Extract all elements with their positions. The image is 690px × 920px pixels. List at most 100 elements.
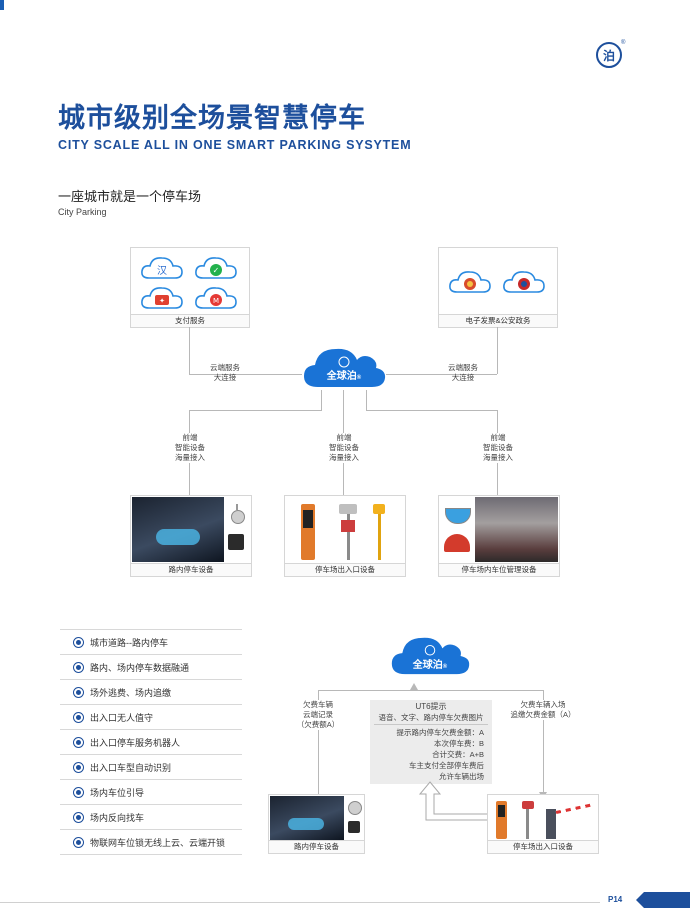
prompt-line: 允许车辆出场 [439, 772, 484, 781]
bullet-icon [73, 737, 84, 748]
onstreet-device-box: 路内停车设备 [130, 495, 252, 577]
entrance-kiosk-image [301, 504, 315, 560]
wechat-pay-icon: ✓ [195, 257, 237, 279]
bullet-icon [73, 637, 84, 648]
prompt-line: 提示路内停车欠费金额：A [396, 728, 484, 737]
d2-onstreet-scene-image [270, 796, 344, 840]
ut6-prompt-title: UT6提示 [415, 702, 447, 711]
list-item: 出入口车型自动识别 [60, 755, 242, 780]
inlot-device-label: 停车场内车位管理设备 [439, 563, 559, 576]
prompt-line: 合计交费：A+B [432, 750, 484, 759]
brand-logo-icon: 泊 [596, 42, 622, 68]
alipay-icon: M [195, 287, 237, 309]
connector-left-vertical [189, 327, 190, 374]
d2-right-label: 欠费车辆入场追缴欠费金额（A） [505, 700, 581, 720]
bullet-icon [73, 812, 84, 823]
connector-right-vertical [497, 327, 498, 374]
entrance-device-label: 停车场出入口设备 [285, 563, 405, 576]
entrance-yellow-pole-image [371, 504, 387, 560]
connector-right-horizontal [386, 374, 497, 375]
page-number: P14 [608, 895, 623, 904]
payment-services-box: 汉 ✓ ✦ M 支付服务 [130, 247, 250, 328]
bullet-icon [73, 762, 84, 773]
list-item: 场内反向找车 [60, 805, 242, 830]
einvoice-police-box: 电子发票&公安政务 [438, 247, 558, 328]
page-title-english: CITY SCALE ALL IN ONE SMART PARKING SYSY… [58, 138, 412, 152]
front-label-right: 前端智能设备海量接入 [473, 433, 523, 463]
return-arrow-icon [418, 781, 497, 821]
sparkle-pay-icon: ✦ [141, 287, 183, 309]
ut6-prompt-subtitle: 语音、文字、路内停车欠费图片 [378, 713, 484, 722]
branch-center-left [321, 390, 322, 410]
list-item: 物联网车位锁无线上云、云端开锁 [60, 830, 242, 855]
footer-tab-icon [636, 892, 690, 908]
payment-services-label: 支付服务 [131, 314, 249, 327]
main-cloud-label: 全球泊® [412, 660, 448, 671]
prompt-line: 本次停车费：B [433, 739, 484, 748]
page-title: 城市级别全场景智慧停车 [58, 103, 366, 133]
d2-camera-pole-image [520, 801, 536, 839]
svg-text:M: M [213, 297, 219, 305]
list-item: 出入口停车服务机器人 [60, 730, 242, 755]
svg-text:汉: 汉 [157, 265, 167, 277]
d2-top-horizontal [318, 690, 543, 691]
footer-rule [0, 902, 600, 903]
d2-left-label: 欠费车辆云端记录（欠费额A） [290, 700, 346, 730]
d2-right-vertical [543, 690, 544, 794]
list-item: 城市道路--路内停车 [60, 630, 242, 655]
list-item: 场外逃费、场内追缴 [60, 680, 242, 705]
right-link-label: 云端服务大连接 [448, 363, 478, 382]
d2-onstreet-device-label: 路内停车设备 [269, 840, 364, 853]
svg-text:✦: ✦ [159, 297, 165, 305]
bullet-icon [73, 687, 84, 698]
top-corner-mark [0, 0, 4, 10]
branch-horizontal-right [366, 410, 497, 411]
d2-dome-camera-image [348, 801, 362, 815]
connector-left-horizontal [189, 374, 302, 375]
branch-horizontal-left [189, 410, 322, 411]
garage-scene-image [475, 497, 558, 562]
feature-list [60, 629, 242, 630]
list-item: 路内、场内停车数据融通 [60, 655, 242, 680]
d2-barrier-gate-image [546, 801, 594, 839]
entrance-device-box: 停车场出入口设备 [284, 495, 406, 577]
bullet-icon [73, 787, 84, 798]
inlot-device-box: 停车场内车位管理设备 [438, 495, 560, 577]
bullet-icon [73, 712, 84, 723]
d2-ground-sensor-image [348, 821, 360, 833]
front-label-center: 前端智能设备海量接入 [319, 433, 369, 463]
left-link-label: 云端服务大连接 [210, 363, 240, 382]
parking-lock-image [444, 534, 470, 552]
front-label-left: 前端智能设备海量接入 [165, 433, 215, 463]
d2-kiosk-image [496, 801, 507, 839]
dome-camera-image [230, 504, 245, 524]
entrance-camera-pole-image [337, 504, 361, 560]
brand-registered-mark: ® [621, 40, 626, 46]
bullet-icon [73, 837, 84, 848]
ground-sensor-image [228, 534, 244, 550]
main-cloud-icon [304, 348, 386, 387]
main-cloud-icon [391, 637, 470, 675]
section-subtitle-english: City Parking [58, 207, 107, 217]
d2-left-vertical [318, 690, 319, 796]
prompt-line: 车主支付全部停车费后 [409, 761, 484, 770]
onstreet-device-label: 路内停车设备 [131, 563, 251, 576]
bullet-icon [73, 662, 84, 673]
d2-onstreet-device-box: 路内停车设备 [268, 794, 365, 854]
ceiling-camera-image [445, 508, 471, 524]
list-item: 场内车位引导 [60, 780, 242, 805]
branch-center-right [366, 390, 367, 410]
onstreet-scene-image [132, 497, 224, 562]
main-cloud-label: 全球泊® [326, 371, 362, 382]
d2-entrance-device-box: 停车场出入口设备 [487, 794, 599, 854]
svg-text:✓: ✓ [213, 266, 220, 275]
section-subtitle: 一座城市就是一个停车场 [58, 189, 202, 204]
tax-emblem-icon [449, 271, 491, 293]
d2-up-arrow [410, 683, 418, 690]
union-pay-icon: 汉 [141, 257, 183, 279]
einvoice-police-label: 电子发票&公安政务 [439, 314, 557, 327]
d2-entrance-device-label: 停车场出入口设备 [488, 840, 598, 853]
ut6-prompt-box: UT6提示 语音、文字、路内停车欠费图片 提示路内停车欠费金额：A 本次停车费：… [370, 700, 492, 784]
list-item: 出入口无人值守 [60, 705, 242, 730]
police-emblem-icon [503, 271, 545, 293]
